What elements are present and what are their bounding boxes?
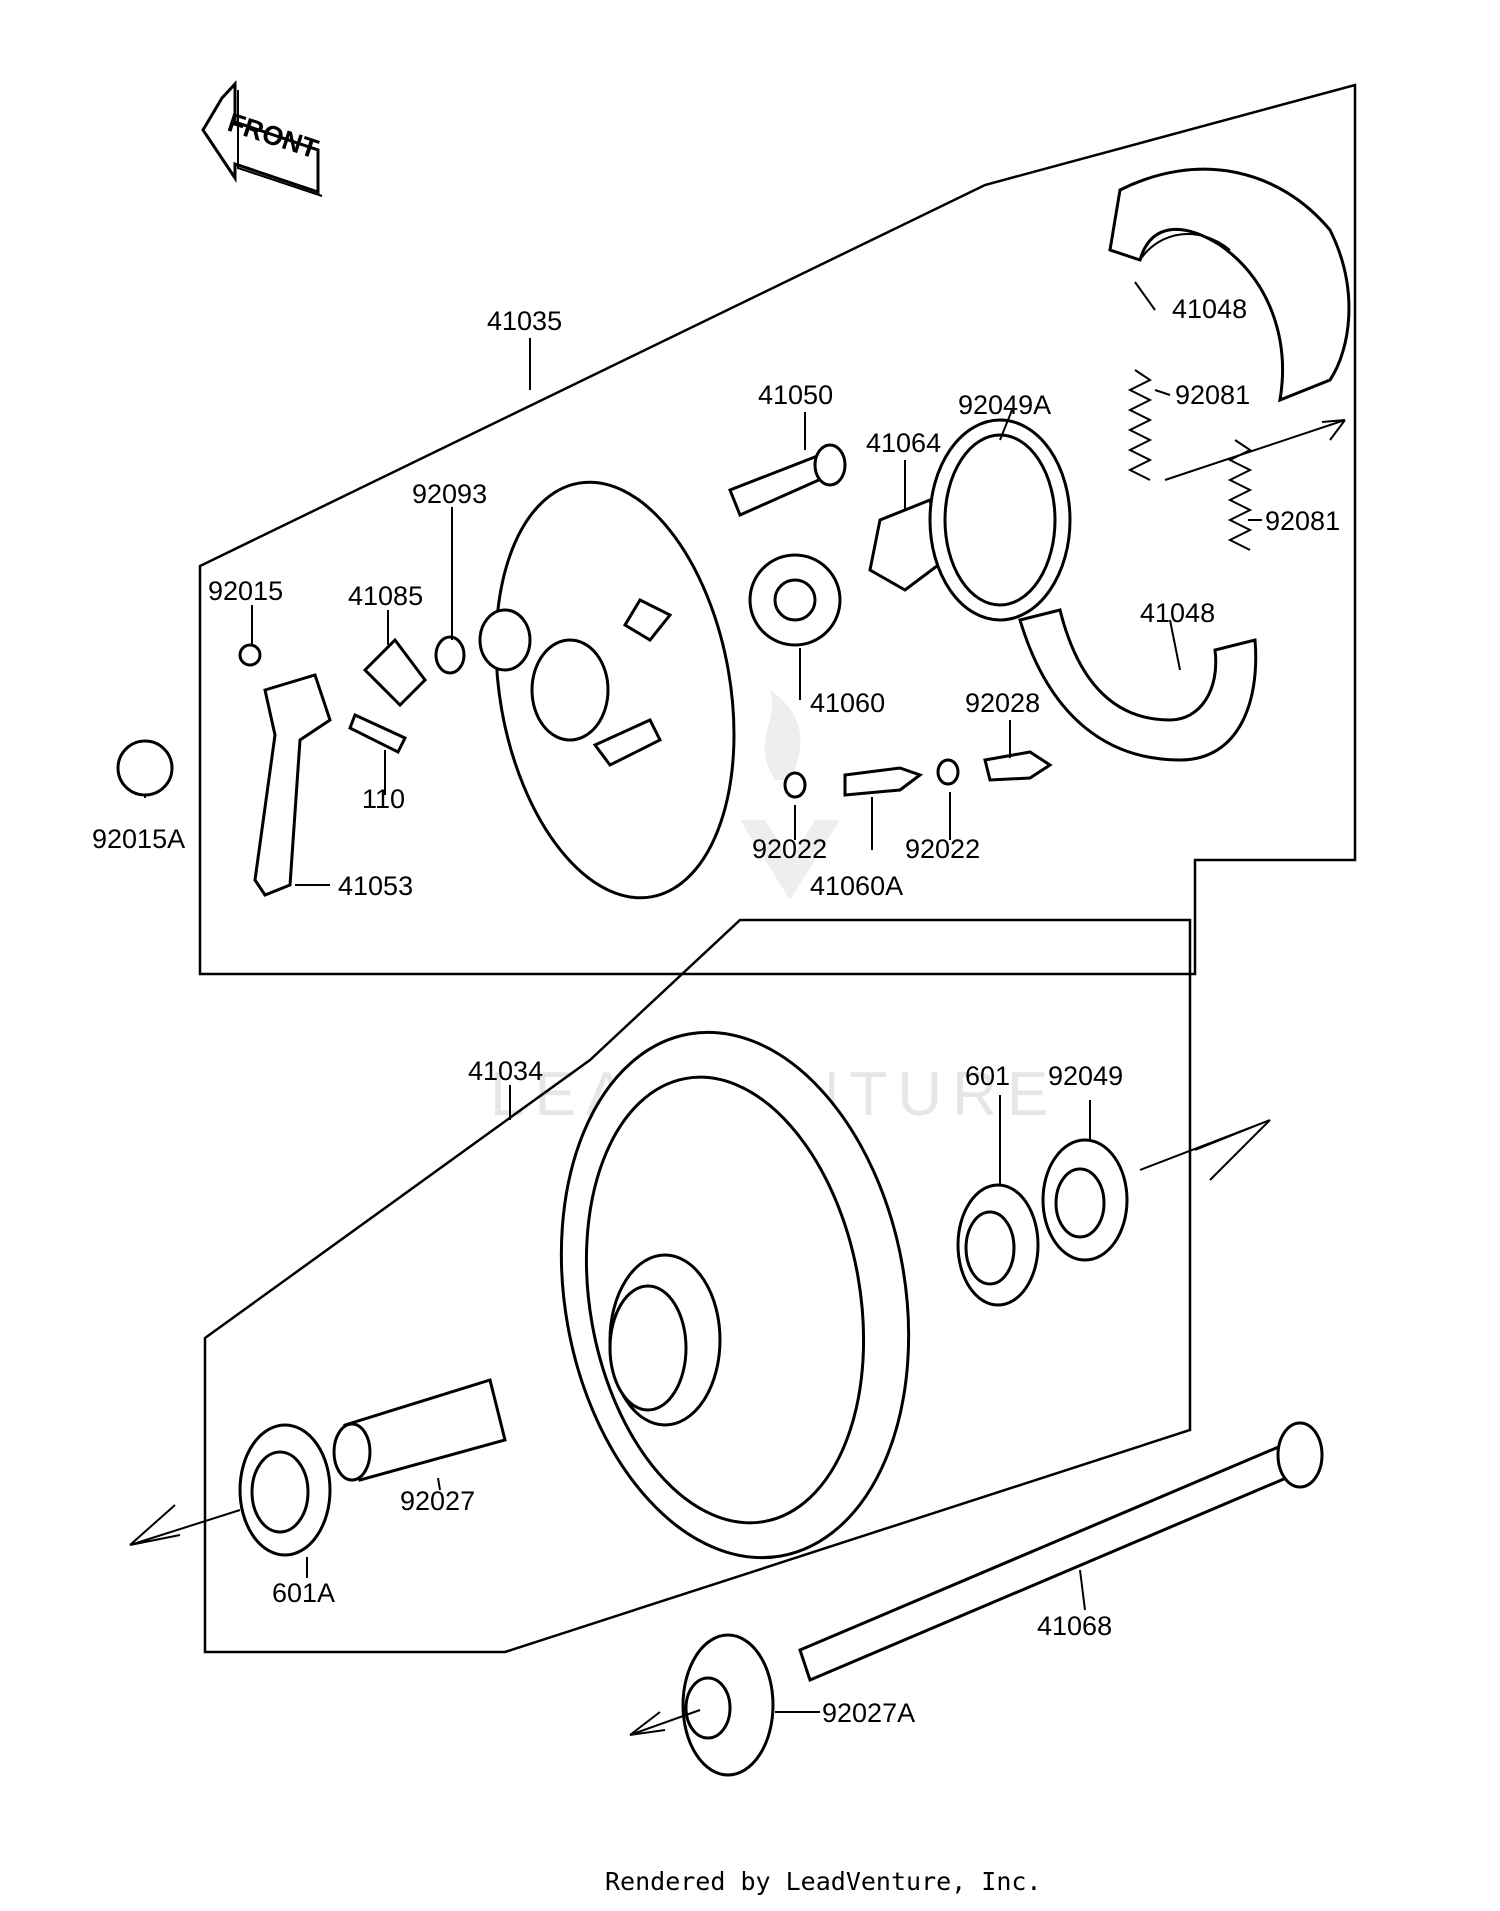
direction-arrow-upper bbox=[1164, 419, 1346, 481]
label-92049: 92049 bbox=[1048, 1061, 1123, 1091]
label-41060: 41060 bbox=[810, 688, 885, 718]
label-92081-1: 92081 bbox=[1175, 380, 1250, 410]
label-92022-left: 92022 bbox=[752, 834, 827, 864]
label-92022-right: 92022 bbox=[905, 834, 980, 864]
brake-cam bbox=[728, 443, 847, 518]
upper-group-outline bbox=[198, 83, 1357, 976]
oil-seal-92049 bbox=[1041, 1138, 1129, 1262]
label-41064: 41064 bbox=[866, 428, 941, 458]
label-92081-2: 92081 bbox=[1265, 506, 1340, 536]
bearing-601 bbox=[956, 1183, 1040, 1307]
label-92015: 92015 bbox=[208, 576, 283, 606]
bolt-110 bbox=[348, 712, 408, 755]
nut-92015 bbox=[238, 643, 262, 667]
collar-92027A bbox=[681, 1633, 775, 1777]
label-92027: 92027 bbox=[400, 1486, 475, 1516]
footer-credit: Rendered by LeadVenture, Inc. bbox=[605, 1867, 1042, 1896]
brake-shoe-lower bbox=[1018, 608, 1258, 762]
direction-arrow-right bbox=[1139, 1119, 1271, 1181]
washer-92093 bbox=[434, 635, 466, 675]
direction-arrow-left bbox=[129, 1504, 241, 1546]
label-92015A: 92015A bbox=[92, 824, 185, 854]
indicator-plate bbox=[868, 497, 947, 592]
label-92049A: 92049A bbox=[958, 390, 1051, 420]
label-92027A: 92027A bbox=[822, 1698, 915, 1728]
label-41050: 41050 bbox=[758, 380, 833, 410]
indicator-41085 bbox=[362, 637, 427, 708]
leader-lines bbox=[144, 281, 1262, 1713]
pin-41060A bbox=[843, 766, 924, 797]
spacer-92027 bbox=[332, 1378, 507, 1482]
label-41085: 41085 bbox=[348, 581, 423, 611]
washer-92022b bbox=[936, 758, 960, 786]
label-110: 110 bbox=[362, 784, 405, 814]
brake-shoe-upper bbox=[1108, 167, 1351, 403]
brake-panel bbox=[478, 480, 736, 900]
label-601: 601 bbox=[965, 1061, 1010, 1091]
axle-41068 bbox=[798, 1421, 1324, 1683]
lower-group-outline bbox=[203, 918, 1192, 1654]
label-41034: 41034 bbox=[468, 1056, 543, 1086]
part-labels: 41035 41048 92081 92081 41050 92049A 410… bbox=[92, 294, 1340, 1728]
label-41053: 41053 bbox=[338, 871, 413, 901]
dust-seal-ring bbox=[928, 418, 1072, 622]
label-601A: 601A bbox=[272, 1578, 335, 1608]
label-41068: 41068 bbox=[1037, 1611, 1112, 1641]
return-spring-2 bbox=[1227, 439, 1253, 551]
wheel-hub bbox=[559, 1030, 911, 1560]
direction-arrow-bottom bbox=[629, 1709, 701, 1736]
bearing-601A bbox=[238, 1423, 332, 1557]
return-spring-1 bbox=[1127, 369, 1153, 481]
label-92093: 92093 bbox=[412, 479, 487, 509]
cam-lever-41053 bbox=[253, 673, 332, 897]
nut-92015A bbox=[116, 739, 174, 797]
label-41048-upper: 41048 bbox=[1172, 294, 1247, 324]
pin-92028 bbox=[983, 750, 1053, 782]
label-41060A: 41060A bbox=[810, 871, 903, 901]
wear-indicator-gear bbox=[748, 553, 842, 647]
label-41048-lower: 41048 bbox=[1140, 598, 1215, 628]
label-41035: 41035 bbox=[487, 306, 562, 336]
washer-92022a bbox=[783, 771, 807, 799]
front-arrow-badge: FRONT bbox=[201, 80, 322, 197]
label-92028: 92028 bbox=[965, 688, 1040, 718]
